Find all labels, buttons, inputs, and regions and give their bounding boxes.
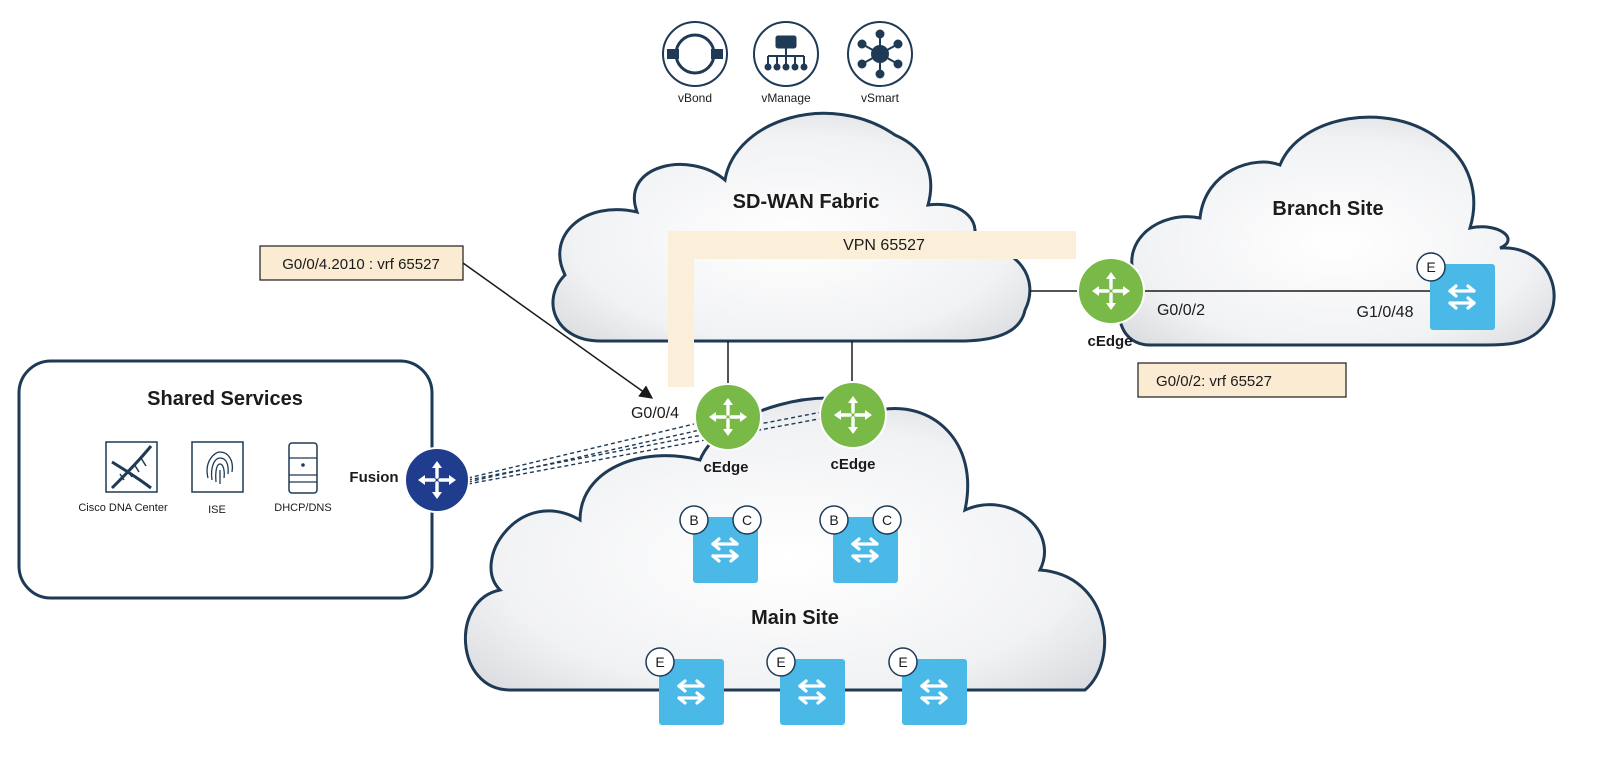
fusion-label: Fusion	[349, 469, 398, 486]
links	[727, 290, 1430, 385]
callout-left-text: G0/0/4.2010 : vrf 65527	[282, 256, 440, 273]
router-label: cEdge	[1087, 333, 1132, 350]
cloud-title-fabric: SD-WAN Fabric	[733, 191, 880, 213]
edge-badge: E	[898, 654, 907, 670]
router-label: cEdge	[703, 459, 748, 476]
interface-label-g004: G0/0/4	[631, 405, 679, 422]
border-badge: B	[689, 512, 698, 528]
border-badge: B	[829, 512, 838, 528]
vmanage-icon	[764, 35, 808, 71]
fingerprint-icon	[191, 441, 244, 493]
service-label: DHCP/DNS	[274, 502, 331, 514]
branch-edge-switch: E	[1416, 252, 1495, 330]
callout-left: G0/0/4.2010 : vrf 65527	[259, 245, 654, 399]
callout-right: G0/0/2: vrf 65527	[1137, 362, 1347, 398]
service-dhcp-dns: DHCP/DNS	[274, 442, 332, 514]
dna-helix-icon	[105, 441, 158, 493]
main-edge-switch-1: E	[645, 647, 724, 725]
controller-vmanage: vManage	[753, 21, 819, 105]
main-site-cloud: Main Site	[463, 396, 1106, 692]
vpn-band-label: VPN 65527	[843, 237, 925, 254]
controller-label: vBond	[678, 91, 712, 105]
control-badge: C	[882, 512, 892, 528]
vpn-band: VPN 65527	[668, 231, 1076, 387]
edge-badge: E	[776, 654, 785, 670]
controller-vbond: vBond	[662, 21, 728, 105]
main-border-control-switch-left: B C	[679, 505, 762, 583]
cloud-title-branch: Branch Site	[1272, 198, 1383, 220]
service-ise: ISE	[191, 441, 244, 516]
dashed-link-fusion-cedge-left-a	[467, 423, 695, 479]
main-border-control-switch-right: B C	[819, 505, 902, 583]
sdwan-fabric-cloud: SD-WAN Fabric	[551, 111, 1032, 343]
edge-badge: E	[655, 654, 664, 670]
controller-label: vManage	[761, 91, 811, 105]
service-dna-center: Cisco DNA Center	[78, 441, 168, 514]
main-edge-switch-2: E	[766, 647, 845, 725]
main-edge-switch-3: E	[888, 647, 967, 725]
router-label: cEdge	[830, 456, 875, 473]
callout-left-arrow	[462, 262, 654, 399]
dashed-link-fusion-cedge-left-b	[467, 429, 701, 483]
interface-label-g002: G0/0/2	[1157, 302, 1205, 319]
cloud-title-main: Main Site	[751, 607, 839, 629]
vsmart-icon	[857, 29, 903, 79]
shared-services-box: Shared Services Cisco DNA Center	[17, 359, 434, 600]
cedge-main-right: cEdge	[819, 381, 887, 473]
cedge-branch: cEdge	[1077, 257, 1145, 350]
cedge-main-left: cEdge	[694, 383, 762, 476]
interface-label-g1048: G1/0/48	[1357, 304, 1414, 321]
fusion-router: Fusion	[349, 447, 470, 513]
dashed-links	[467, 411, 825, 485]
service-label: ISE	[208, 504, 226, 516]
controller-vsmart: vSmart	[847, 21, 913, 105]
server-icon	[288, 442, 318, 494]
dashed-link-fusion-cedge-right-b	[467, 417, 825, 485]
shared-services-title: Shared Services	[147, 388, 303, 410]
control-badge: C	[742, 512, 752, 528]
vbond-icon	[667, 33, 723, 75]
service-label: Cisco DNA Center	[78, 502, 168, 514]
edge-badge: E	[1426, 259, 1435, 275]
callout-right-text: G0/0/2: vrf 65527	[1156, 373, 1272, 390]
controller-label: vSmart	[861, 91, 900, 105]
